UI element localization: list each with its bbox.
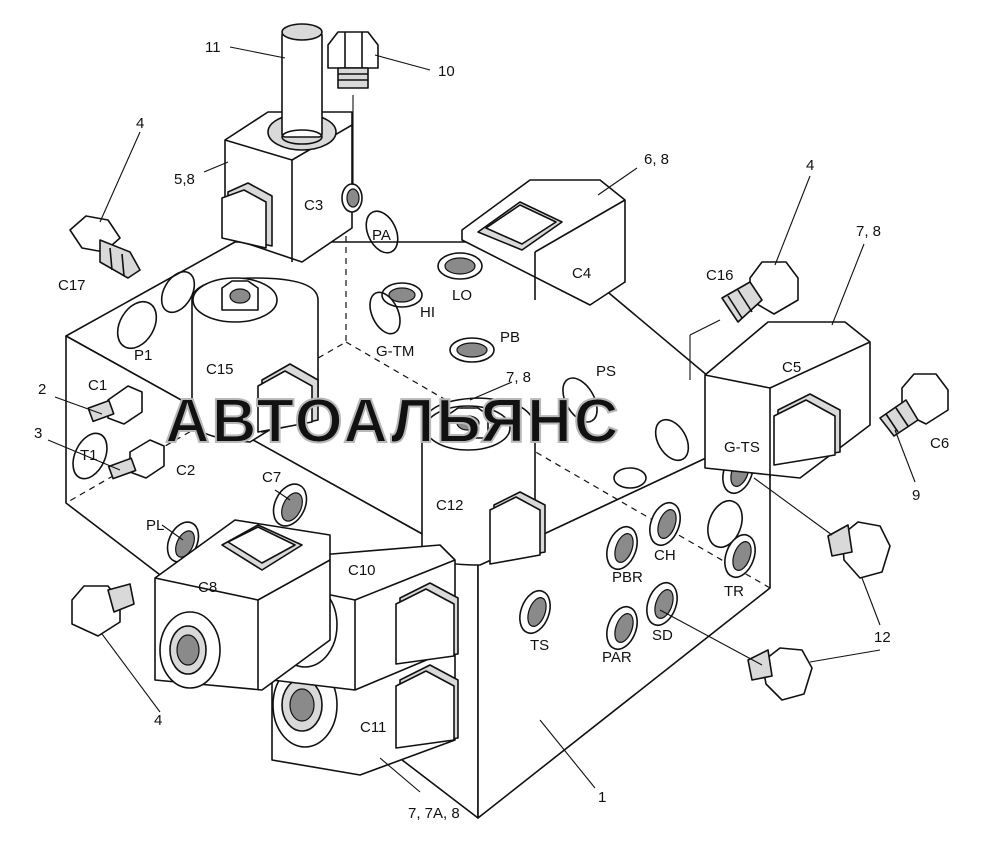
callout-numbers: 11 10 4 5,8 6, 8 4 7, 8 2 3 7, 8 9 12 4 …: [34, 39, 920, 822]
cartridge-c12: [421, 397, 546, 566]
port-lo: [437, 252, 483, 280]
label-c10: C10: [348, 562, 376, 579]
label-pbr: PBR: [612, 569, 643, 586]
callout-9: 9: [912, 487, 920, 504]
label-hi: HI: [420, 304, 435, 321]
label-pb: PB: [500, 329, 520, 346]
label-ts: TS: [530, 637, 549, 654]
callout-2: 2: [38, 381, 46, 398]
callout-4-right: 4: [806, 157, 814, 174]
bolt-c17: [69, 215, 141, 279]
label-pa: PA: [372, 227, 391, 244]
fitting-c1: [87, 385, 143, 425]
port-pb: [449, 337, 495, 363]
leader-lines: [47, 46, 916, 793]
callout-6-8: 6, 8: [644, 151, 669, 168]
label-c12: C12: [436, 497, 464, 514]
callout-12: 12: [874, 629, 891, 646]
label-par: PAR: [602, 649, 632, 666]
callout-3: 3: [34, 425, 42, 442]
callout-5-8: 5,8: [174, 171, 195, 188]
callout-10: 10: [438, 63, 455, 80]
fitting-c2: [107, 439, 165, 480]
callout-1: 1: [598, 789, 606, 806]
label-c11: C11: [360, 719, 386, 736]
label-ch: CH: [654, 547, 676, 564]
port-labels: PA HI LO G-TM PB PS P1 T1 PL G-TS CH PBR…: [80, 227, 760, 666]
component-labels: C1 C2 C3 C4 C5 C6 C7 C8 C10 C11 C12 C15 …: [58, 197, 949, 736]
port-tr: [724, 533, 756, 579]
plug-12-upper: [827, 521, 891, 579]
cartridge-c5: [704, 321, 871, 479]
port-par: [606, 605, 638, 651]
port-under-10: [341, 183, 363, 213]
callout-4-left-top: 4: [136, 115, 144, 132]
port-pbr: [606, 525, 638, 571]
label-c2: C2: [176, 462, 195, 479]
label-c1: C1: [88, 377, 107, 394]
cartridge-c4: [461, 179, 626, 306]
label-c8: C8: [198, 579, 217, 596]
label-c5: C5: [782, 359, 801, 376]
bolt-c6: [879, 373, 949, 437]
callout-7-8-right: 7, 8: [856, 223, 881, 240]
bolt-c16: [721, 261, 799, 323]
plug-10: [327, 31, 379, 89]
label-pl: PL: [146, 517, 164, 534]
bolt-bottom-left: [71, 583, 135, 637]
callout-4-bottom: 4: [154, 712, 162, 729]
top-face-ports: [365, 210, 690, 489]
watermark: АВТОАЛЬЯНС: [165, 387, 621, 456]
callout-11: 11: [205, 39, 221, 56]
plug-12-lower: [747, 647, 813, 701]
cartridge-c8: [154, 519, 331, 691]
label-lo: LO: [452, 287, 472, 304]
port-ts: [519, 589, 551, 635]
label-c4: C4: [572, 265, 591, 282]
port-ch: [649, 501, 681, 547]
label-g-ts: G-TS: [724, 439, 760, 456]
label-c3: C3: [304, 197, 323, 214]
cartridge-c15: [191, 277, 319, 443]
label-p1: P1: [134, 347, 152, 364]
label-c17: C17: [58, 277, 86, 294]
label-t1: T1: [80, 447, 98, 464]
label-sd: SD: [652, 627, 673, 644]
label-c15: C15: [206, 361, 234, 378]
label-c6: C6: [930, 435, 949, 452]
stem-11: [281, 23, 323, 145]
callout-7-8-center: 7, 8: [506, 369, 531, 386]
label-tr: TR: [724, 583, 744, 600]
label-c16: C16: [706, 267, 734, 284]
callout-7-7a-8: 7, 7A, 8: [408, 805, 460, 822]
label-c7: C7: [262, 469, 281, 486]
label-ps: PS: [596, 363, 616, 380]
label-g-tm: G-TM: [376, 343, 414, 360]
